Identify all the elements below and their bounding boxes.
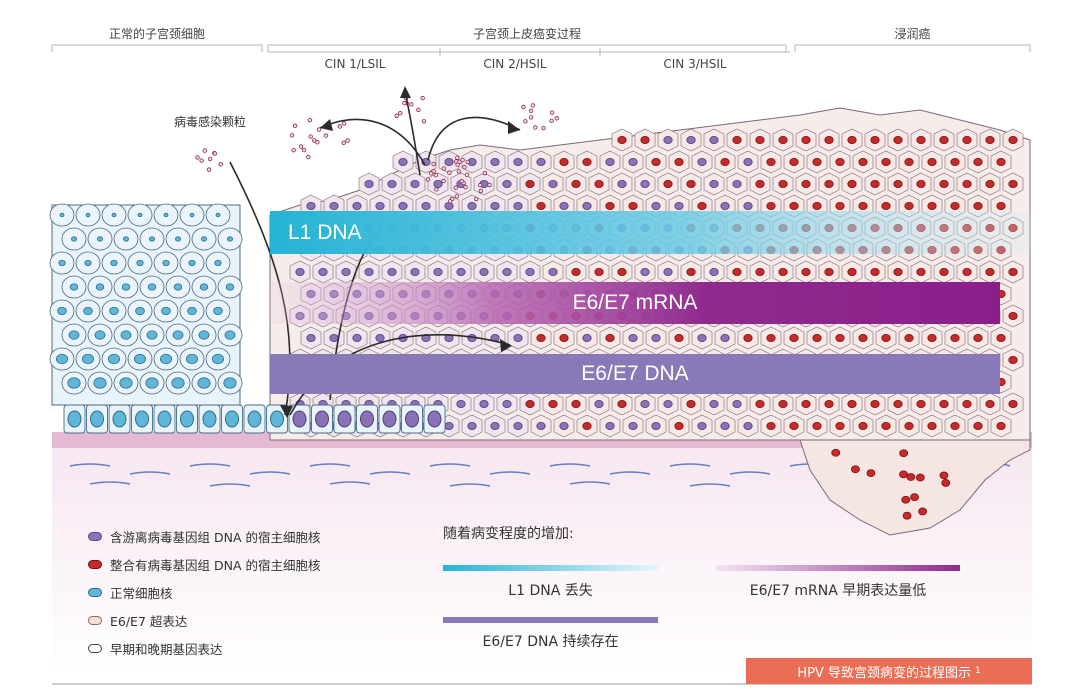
legend-item: 含游离病毒基因组 DNA 的宿主细胞核 [88, 527, 320, 546]
legend-swatch [88, 588, 102, 597]
legend-label: 整合有病毒基因组 DNA 的宿主细胞核 [110, 558, 321, 573]
l1-loss-line [443, 565, 658, 571]
figure-caption-ref: 1 [974, 666, 981, 676]
header-process: 子宫颈上皮癌变过程 [472, 27, 581, 41]
legend-label: 早期和晚期基因表达 [110, 642, 223, 657]
header-cin2: CIN 2/HSIL [483, 57, 547, 71]
l1-dna-bar: L1 DNA [270, 211, 1030, 254]
trend-l1-loss: L1 DNA 丢失 [508, 583, 593, 599]
particles-label: 病毒感染颗粒 [173, 115, 246, 129]
legend-item: 整合有病毒基因组 DNA 的宿主细胞核 [88, 555, 320, 574]
normal-cells [49, 203, 243, 395]
legend-item: 早期和晚期基因表达 [88, 639, 223, 658]
legend-label: 含游离病毒基因组 DNA 的宿主细胞核 [110, 530, 321, 545]
header-brackets [51, 44, 1031, 56]
l1-dna-bar-bg [270, 211, 1030, 254]
trend-dna-persist: E6/E7 DNA 持续存在 [482, 634, 619, 650]
mrna-low-line [716, 565, 960, 571]
header-cin3: CIN 3/HSIL [663, 57, 727, 71]
e6e7-dna-bar-label: E6/E7 DNA [581, 362, 689, 385]
trend-mrna-low: E6/E7 mRNA 早期表达量低 [749, 583, 927, 599]
header-cin1: CIN 1/LSIL [324, 57, 386, 71]
figure-caption-text: HPV 导致宫颈病变的过程图示 [797, 665, 971, 681]
legend-swatch [88, 616, 102, 625]
figure-caption: HPV 导致宫颈病变的过程图示 1 [746, 658, 1032, 684]
arrow-heads [280, 86, 520, 418]
e6e7-dna-bar-bg [270, 354, 1000, 394]
basal-cell-row [63, 404, 446, 434]
stroma-fibers [69, 463, 1011, 487]
header-normal: 正常的子宫颈细胞 [108, 27, 205, 41]
legend-label: E6/E7 超表达 [110, 614, 188, 629]
header-invasive: 浸润癌 [894, 27, 931, 41]
legend-item: 正常细胞核 [88, 583, 173, 602]
invasive-cancer [799, 439, 1031, 536]
trend-title: 随着病变程度的增加: [443, 526, 574, 542]
legend-item: E6/E7 超表达 [88, 611, 187, 630]
e6e7-mrna-bar-bg [270, 282, 1000, 324]
legend-label: 正常细胞核 [110, 586, 173, 601]
l1-dna-bar-label: L1 DNA [288, 220, 362, 244]
e6e7-mrna-bar: E6/E7 mRNA [270, 282, 1000, 324]
legend-swatch [88, 560, 102, 569]
e6e7-mrna-bar-label: E6/E7 mRNA [572, 291, 698, 314]
e6e7-dna-bar: E6/E7 DNA [270, 354, 1000, 394]
dna-persist-line [443, 617, 658, 623]
legend-swatch [88, 644, 102, 653]
virus-particles [195, 95, 560, 204]
legend-swatch [88, 532, 102, 541]
